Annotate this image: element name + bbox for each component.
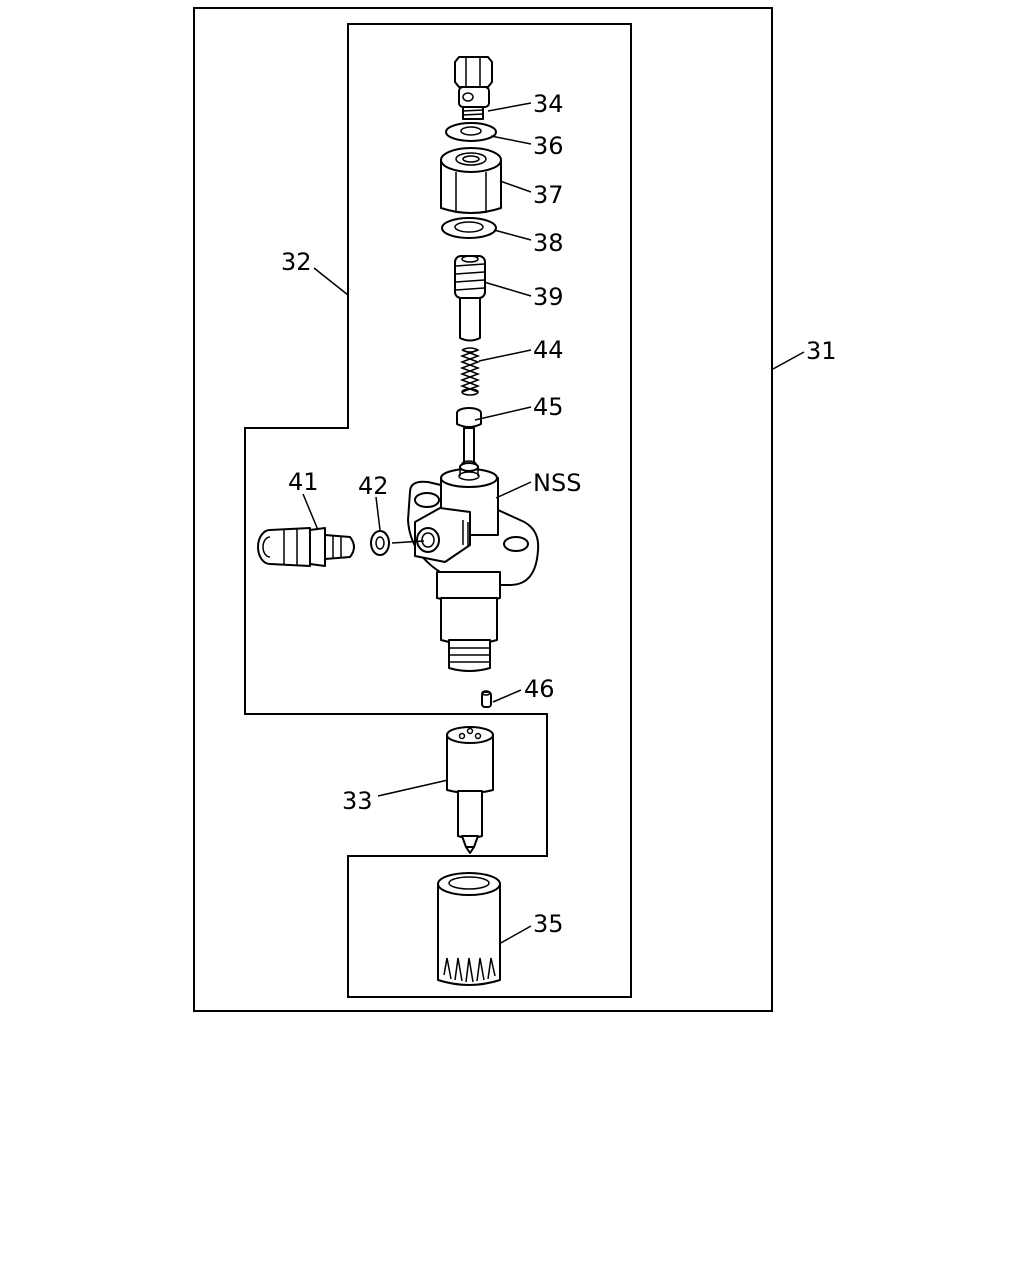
leader-lines xyxy=(302,102,805,945)
part-46-pin xyxy=(481,690,492,708)
callout-36: 36 xyxy=(533,132,564,160)
callout-33: 33 xyxy=(342,787,373,815)
part-44-spring xyxy=(459,347,481,396)
part-33-nozzle xyxy=(446,726,494,854)
callout-45: 45 xyxy=(533,393,564,421)
injector-body-nss xyxy=(407,462,540,672)
part-38-gasket xyxy=(441,217,497,239)
callout-46: 46 xyxy=(524,675,555,703)
callout-39: 39 xyxy=(533,283,564,311)
callout-35: 35 xyxy=(533,910,564,938)
callout-41: 41 xyxy=(288,468,319,496)
part-42-washer xyxy=(370,530,390,556)
callout-34: 34 xyxy=(533,90,564,118)
part-45-push-rod xyxy=(456,407,482,468)
part-34-banjo-bolt xyxy=(454,56,493,120)
callout-44: 44 xyxy=(533,336,564,364)
part-35-retaining-nut xyxy=(437,872,501,986)
assembly-frame-31 xyxy=(193,7,773,1012)
callout-42: 42 xyxy=(358,472,389,500)
callout-38: 38 xyxy=(533,229,564,257)
part-39-connector xyxy=(454,255,486,342)
part-36-washer xyxy=(445,122,497,142)
subassembly-frame-32 xyxy=(244,23,632,998)
part-41-inlet-connector xyxy=(257,527,355,567)
callout-31: 31 xyxy=(806,337,837,365)
callout-37: 37 xyxy=(533,181,564,209)
callout-nss: NSS xyxy=(533,469,581,497)
part-37-holder-nut xyxy=(440,147,502,214)
callout-32: 32 xyxy=(281,248,312,276)
